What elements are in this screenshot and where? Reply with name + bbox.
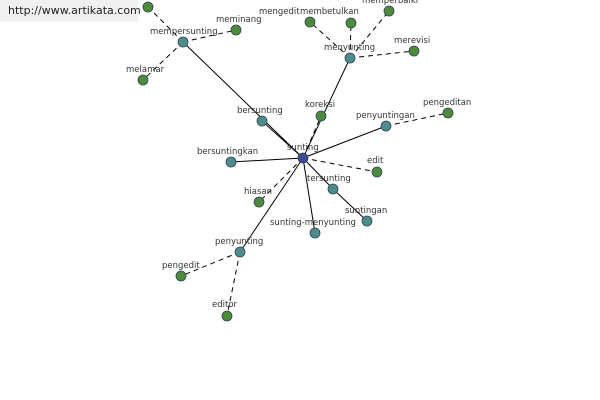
label-edit: edit bbox=[367, 156, 384, 166]
edge-mempersunting-meminang bbox=[182, 29, 237, 43]
node-mempersunting[interactable] bbox=[177, 36, 189, 48]
edge-mempersunting-melamar bbox=[142, 41, 184, 81]
label-hiasan: hiasan bbox=[244, 187, 272, 197]
edge-sunting-penyuntingan bbox=[302, 125, 387, 159]
node-sunting[interactable] bbox=[297, 152, 309, 164]
edge-sunting-mempersunting bbox=[182, 41, 304, 159]
label-mengedit: mengedit bbox=[259, 7, 300, 17]
label-bersuntingkan: bersuntingkan bbox=[197, 147, 258, 157]
node-tersunting[interactable] bbox=[327, 183, 339, 195]
node-penyunting[interactable] bbox=[234, 246, 246, 258]
node-merevisi[interactable] bbox=[408, 45, 420, 57]
node-bersunting[interactable] bbox=[256, 115, 268, 127]
node-penyuntingan[interactable] bbox=[380, 120, 392, 132]
label-sunting: sunting bbox=[287, 143, 319, 153]
node-suntingan[interactable] bbox=[361, 215, 373, 227]
edge-sunting-edit bbox=[302, 157, 378, 173]
label-pengeditan: pengeditan bbox=[423, 98, 471, 108]
label-menyunting: menyunting bbox=[324, 43, 375, 53]
label-suntingan: suntingan bbox=[345, 206, 387, 216]
label-penyunting: penyunting bbox=[215, 237, 263, 247]
edge-sunting-tersunting bbox=[302, 157, 334, 190]
edge-sunting-penyunting bbox=[239, 157, 304, 253]
node-editor[interactable] bbox=[221, 310, 233, 322]
edge-sunting-menyunting bbox=[302, 57, 351, 159]
label-meminang: meminang bbox=[216, 15, 262, 25]
edge-sunting-bersuntingkan bbox=[230, 157, 304, 163]
watermark-url: http://www.artikata.com bbox=[0, 0, 141, 22]
node-pengedit[interactable] bbox=[175, 270, 187, 282]
node-pengeditan[interactable] bbox=[442, 107, 454, 119]
edges-layer bbox=[142, 6, 449, 317]
label-pengedit: pengedit bbox=[162, 261, 200, 271]
node-hiasan[interactable] bbox=[253, 196, 265, 208]
label-membetulkan: membetulkan bbox=[300, 7, 359, 17]
node-membetulkan[interactable] bbox=[345, 17, 357, 29]
labels-layer: sunting mempersunting menyunting bersunting… bbox=[126, 0, 471, 310]
node-meminang[interactable] bbox=[230, 24, 242, 36]
node-memperbaiki[interactable] bbox=[383, 5, 395, 17]
label-penyuntingan: penyuntingan bbox=[356, 111, 415, 121]
node-mengedit[interactable] bbox=[304, 16, 316, 28]
node-menyunting[interactable] bbox=[344, 52, 356, 64]
edge-tersunting-suntingan bbox=[332, 188, 368, 222]
edge-sunting-hiasan bbox=[258, 157, 304, 203]
node-bersuntingkan[interactable] bbox=[225, 156, 237, 168]
node-edit[interactable] bbox=[371, 166, 383, 178]
node-sunting-menyunting[interactable] bbox=[309, 227, 321, 239]
edge-sunting-sunting-menyunting bbox=[302, 157, 316, 234]
label-sunting-menyunting: sunting-menyunting bbox=[270, 218, 356, 228]
edge-menyunting-merevisi bbox=[349, 50, 415, 59]
node-koreksi[interactable] bbox=[315, 110, 327, 122]
node-top-left[interactable] bbox=[142, 1, 154, 13]
label-bersunting: bersunting bbox=[237, 106, 283, 116]
label-koreksi: koreksi bbox=[305, 100, 335, 110]
label-melamar: melamar bbox=[126, 65, 165, 75]
label-merevisi: merevisi bbox=[394, 36, 430, 46]
nodes-layer bbox=[137, 1, 454, 322]
label-tersunting: tersunting bbox=[307, 174, 351, 184]
label-memperbaiki: memperbaiki bbox=[362, 0, 418, 6]
label-mempersunting: mempersunting bbox=[150, 27, 218, 37]
edge-penyunting-pengedit bbox=[180, 251, 241, 277]
label-editor: editor bbox=[212, 300, 238, 310]
edge-penyunting-editor bbox=[226, 251, 241, 317]
edge-sunting-koreksi bbox=[302, 115, 322, 159]
node-melamar[interactable] bbox=[137, 74, 149, 86]
edge-menyunting-membetulkan bbox=[349, 22, 352, 59]
edge-penyuntingan-pengeditan bbox=[385, 112, 449, 127]
edge-sunting-bersunting bbox=[261, 120, 304, 159]
edge-menyunting-memperbaiki bbox=[349, 10, 390, 59]
